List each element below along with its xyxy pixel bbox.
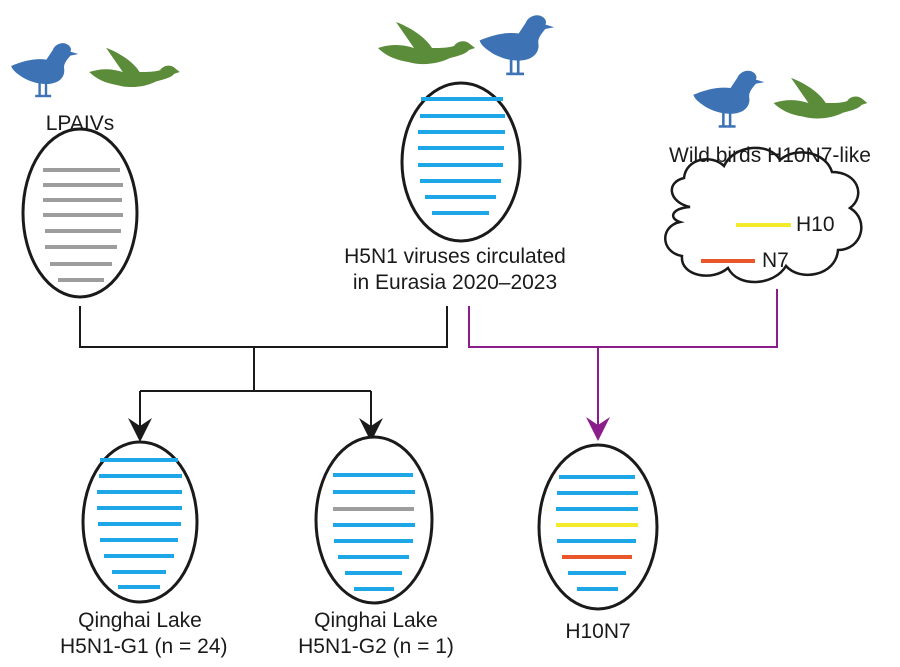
h5n1-source bbox=[378, 15, 555, 243]
g2-virus-particle bbox=[314, 435, 434, 605]
duck-icon bbox=[773, 77, 868, 119]
lpaiv-label: LPAIVs bbox=[45, 112, 115, 135]
seagull-icon bbox=[11, 43, 79, 98]
h10n7-label: H10N7 bbox=[565, 620, 631, 643]
seagull-icon bbox=[479, 15, 555, 76]
h5n1-segments bbox=[418, 97, 505, 215]
duck-icon bbox=[378, 22, 475, 65]
g1-output bbox=[81, 440, 199, 604]
n7-label: N7 bbox=[762, 249, 789, 272]
h5n1-label-line1: H5N1 viruses circulated bbox=[344, 245, 566, 268]
h10n7-segments bbox=[556, 475, 638, 591]
h5n1-label-line2: in Eurasia 2020–2023 bbox=[352, 271, 558, 294]
h10n7-cloud bbox=[664, 146, 863, 284]
lpaiv-segments bbox=[43, 168, 123, 282]
g2-output bbox=[314, 435, 434, 605]
wild-birds-label: Wild birds H10N7-like bbox=[669, 144, 871, 167]
seagull-icon bbox=[693, 70, 765, 128]
h5n1-drop-line bbox=[254, 306, 448, 348]
h5n1-purple-drop bbox=[468, 306, 598, 348]
cloud-purple-drop bbox=[598, 289, 778, 348]
lpaiv-source bbox=[11, 43, 180, 299]
g1-label-line2: H5N1-G1 (n = 24) bbox=[60, 635, 228, 658]
h10n7-output bbox=[537, 443, 659, 611]
g2-label-line2: H5N1-G2 (n = 1) bbox=[298, 635, 454, 658]
g1-segments bbox=[97, 458, 182, 589]
h10-label: H10 bbox=[796, 213, 835, 236]
h5n1-virus-particle bbox=[400, 81, 522, 243]
g2-segments bbox=[333, 473, 415, 591]
g1-label-line1: Qinghai Lake bbox=[78, 609, 202, 632]
g2-label-line1: Qinghai Lake bbox=[314, 609, 438, 632]
purple-connector bbox=[468, 289, 778, 441]
wild-birds-source bbox=[664, 70, 868, 284]
lpaiv-drop-line bbox=[79, 306, 254, 348]
duck-icon bbox=[89, 47, 180, 88]
black-connector bbox=[79, 306, 448, 442]
